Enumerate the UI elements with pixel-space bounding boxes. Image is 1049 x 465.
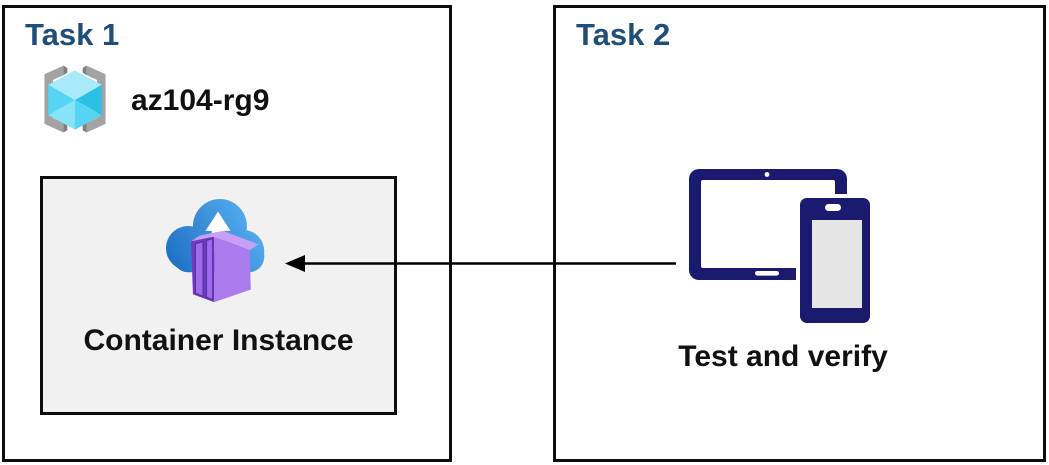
container-instance-box: Container Instance xyxy=(40,176,397,415)
task1-box: Task 1 az104-rg9 xyxy=(2,5,452,462)
cube-left-face xyxy=(48,84,75,116)
arrowhead-left xyxy=(285,255,305,272)
task1-title: Task 1 xyxy=(25,17,120,52)
resource-group-icon xyxy=(44,65,106,133)
tablet-phone-icon xyxy=(689,169,874,327)
test-verify-label: Test and verify xyxy=(678,340,888,373)
container-instance-label: Container Instance xyxy=(83,324,354,357)
cube-right-face xyxy=(75,84,102,116)
resource-group-name: az104-rg9 xyxy=(131,84,270,117)
task2-title: Task 2 xyxy=(576,17,671,52)
connector-arrow xyxy=(285,255,676,272)
phone-icon xyxy=(796,194,874,327)
container-instance-icon xyxy=(165,199,265,303)
cube-top-face xyxy=(48,70,102,100)
container-shape xyxy=(191,230,259,303)
task2-box: Task 2 Test and verify xyxy=(553,5,1046,462)
